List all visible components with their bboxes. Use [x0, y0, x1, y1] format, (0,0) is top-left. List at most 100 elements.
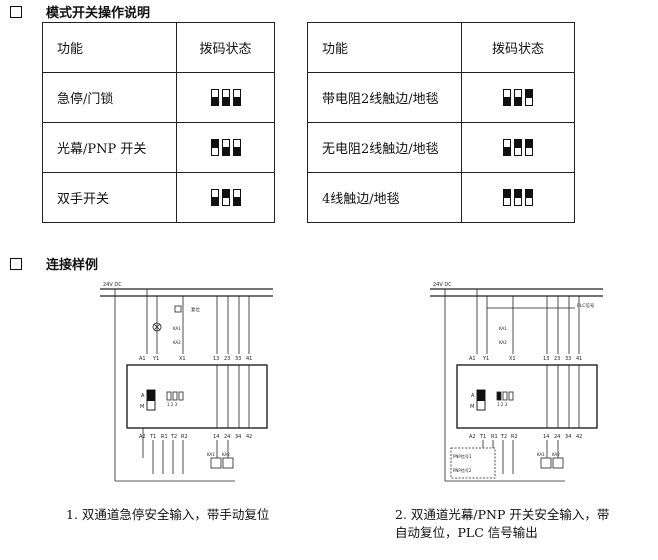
table-header-row: 功能 拨码状态 [42, 22, 275, 73]
plc-label: PLC信号 [577, 302, 595, 309]
terminal-label: 14 [213, 434, 219, 440]
supply-label: 24V DC [103, 282, 122, 288]
caption-estop: 1. 双通道急停安全输入，带手动复位 [66, 507, 270, 522]
caption-line: 2. 双通道光幕/PNP 开关安全输入，带 [395, 507, 610, 522]
dip-key-on [525, 89, 533, 106]
terminal-label: 24 [224, 434, 230, 440]
dip-key-off [232, 89, 241, 106]
terminal-label: T2 [170, 434, 177, 440]
dip-key-off [232, 139, 241, 156]
terminal-label: Y1 [152, 356, 159, 362]
dip-key-off [232, 189, 241, 206]
contact-label: KA2 [173, 340, 181, 345]
row-label: 4线触边/地毯 [307, 172, 462, 223]
mode-table-left: 功能 拨码状态 急停/门锁 光幕/PNP 开关 双手开关 [42, 22, 275, 223]
dip-key-on [514, 189, 522, 206]
terminal-label: 13 [543, 356, 549, 362]
mode-manual-label: M [470, 404, 474, 410]
terminal-label: 23 [224, 356, 230, 362]
wiring-diagram-light-curtain: 24V DC PLC信号 KA1 KA2 A1 Y1 X1 13 23 33 4… [430, 282, 603, 482]
dip-switch-icon [210, 139, 241, 156]
dip-key-off [221, 89, 230, 106]
dip-key-on [525, 139, 533, 156]
terminal-label: X1 [509, 356, 516, 362]
dip-key-off [514, 89, 522, 106]
row-label: 双手开关 [42, 172, 177, 223]
wiring-diagram-estop: 24V DC 复位 KA1 KA2 A1 Y1 X1 13 23 33 41 A… [100, 282, 273, 482]
dip-key-off [210, 189, 219, 206]
row-label: 带电阻2线触边/地毯 [307, 72, 462, 123]
dip-switch-icon [210, 89, 241, 106]
terminal-label: R2 [181, 434, 188, 440]
terminal-label: 14 [543, 434, 549, 440]
terminal-label: R2 [511, 434, 518, 440]
dip-key-on [514, 139, 522, 156]
dip-key-off [503, 139, 511, 156]
terminal-label: 42 [576, 434, 582, 440]
terminal-label: 34 [565, 434, 571, 440]
table-row: 带电阻2线触边/地毯 [307, 72, 575, 123]
terminal-label: A1 [469, 356, 476, 362]
relay-label: KA2 [552, 452, 560, 457]
header-function: 功能 [307, 22, 462, 73]
section-heading-mode: 模式开关操作说明 [10, 2, 150, 21]
table-row: 4线触边/地毯 [307, 172, 575, 223]
mode-manual-label: M [140, 404, 144, 410]
dip-key-on [503, 189, 511, 206]
reset-label: 复位 [191, 306, 200, 313]
relay-label: KA1 [207, 452, 215, 457]
sensor-label: PNP信号2 [453, 467, 472, 473]
dip-key-on [221, 189, 230, 206]
table-row: 光幕/PNP 开关 [42, 122, 275, 173]
row-label: 光幕/PNP 开关 [42, 122, 177, 173]
terminal-label: 42 [246, 434, 252, 440]
terminal-label: 34 [235, 434, 241, 440]
sensor-label: PNP信号1 [453, 453, 472, 459]
checkbox-square-icon [10, 257, 22, 270]
terminal-label: 23 [554, 356, 560, 362]
terminal-label: 24 [554, 434, 560, 440]
caption-line: 自动复位，PLC 信号输出 [395, 525, 538, 540]
terminal-label: A2 [469, 434, 476, 440]
terminal-label: X1 [179, 356, 186, 362]
terminal-label: 41 [576, 356, 582, 362]
header-dip-state: 拨码状态 [461, 22, 575, 73]
row-label: 急停/门锁 [42, 72, 177, 123]
terminal-label: R1 [161, 434, 168, 440]
checkbox-square-icon [10, 5, 22, 18]
dip-label: 1 2 3 [497, 402, 508, 407]
table-row: 双手开关 [42, 172, 275, 223]
mode-table-right: 功能 拨码状态 带电阻2线触边/地毯 无电阻2线触边/地毯 4线触边/地毯 [307, 22, 575, 223]
terminal-label: T1 [149, 434, 156, 440]
contact-label: KA1 [499, 326, 507, 331]
dip-key-off [503, 89, 511, 106]
section-heading-wiring: 连接样例 [10, 254, 98, 273]
relay-label: KA2 [222, 452, 230, 457]
terminal-label: 41 [246, 356, 252, 362]
header-dip-state: 拨码状态 [176, 22, 275, 73]
table-row: 无电阻2线触边/地毯 [307, 122, 575, 173]
table-row: 急停/门锁 [42, 72, 275, 123]
relay-label: KA1 [537, 452, 545, 457]
terminal-label: R1 [491, 434, 498, 440]
terminal-label: A2 [139, 434, 146, 440]
contact-label: KA1 [173, 326, 181, 331]
supply-label: 24V DC [433, 282, 452, 288]
dip-switch-icon [210, 189, 241, 206]
terminal-label: 13 [213, 356, 219, 362]
section-title: 连接样例 [46, 258, 99, 273]
terminal-label: 33 [235, 356, 241, 362]
dip-key-on [210, 139, 219, 156]
header-function: 功能 [42, 22, 177, 73]
dip-key-off [221, 139, 230, 156]
dip-switch-icon [503, 189, 533, 206]
caption-light-curtain: 2. 双通道光幕/PNP 开关安全输入，带 自动复位，PLC 信号输出 [395, 506, 609, 542]
section-title: 模式开关操作说明 [46, 6, 151, 21]
dip-switch-icon [503, 89, 533, 106]
terminal-label: 33 [565, 356, 571, 362]
dip-key-on [525, 189, 533, 206]
terminal-label: A1 [139, 356, 146, 362]
dip-switch-icon [503, 139, 533, 156]
mode-auto-label: A [471, 393, 475, 399]
dip-key-off [210, 89, 219, 106]
